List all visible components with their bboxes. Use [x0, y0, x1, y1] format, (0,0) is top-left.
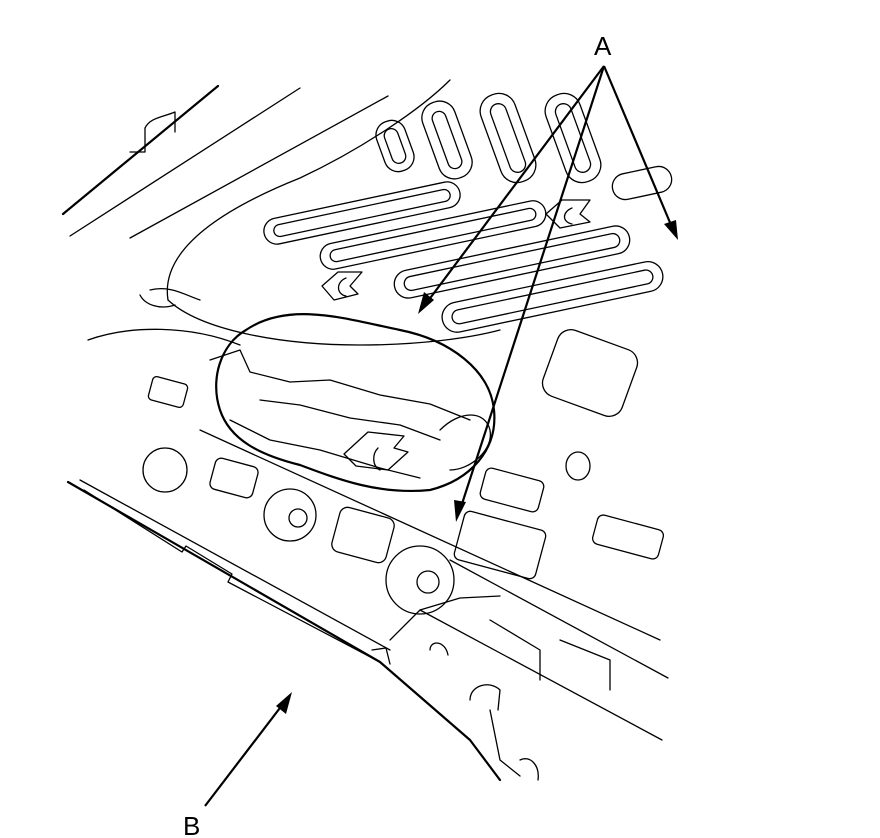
lower-panel-features: [142, 329, 665, 615]
callout-label-b: B: [183, 811, 201, 838]
harness-clip-left: [321, 271, 363, 301]
callout-b-leader: [204, 692, 292, 807]
stiffening-ribs: [263, 92, 673, 333]
pad-clip: [343, 431, 409, 471]
callout-label-a: A: [594, 31, 612, 61]
floor-edge-lines: [66, 429, 669, 782]
upper-left-panel-edge: [61, 84, 389, 239]
callout-a-leaders: [418, 65, 678, 522]
wire-harness: [87, 79, 501, 346]
harness-clip-right: [545, 199, 591, 229]
insulation-pad: [209, 313, 496, 493]
